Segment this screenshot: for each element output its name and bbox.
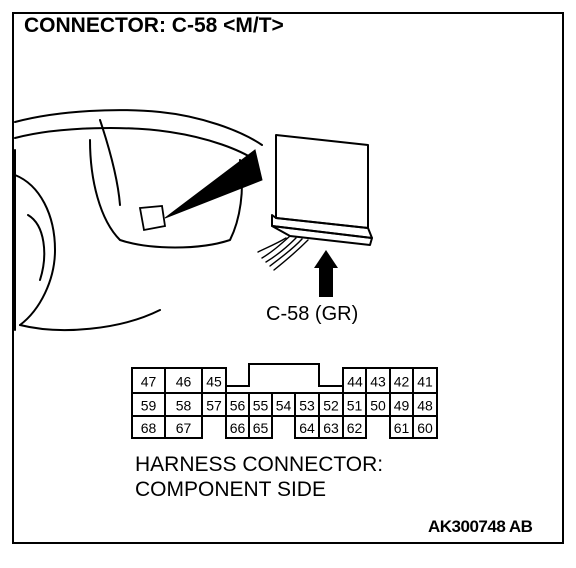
connector-pin-label: 54 [276,398,292,414]
connector-pin-cell [412,367,438,394]
connector-pin-label: 57 [206,398,222,414]
dashboard-inner-curve [27,214,46,281]
location-pointer [164,149,263,219]
connector-pin-label: 50 [370,398,386,414]
dashboard-top-edge [14,109,263,146]
harness-wire [273,239,309,271]
connector-pin-label: 63 [323,420,339,436]
connector-pin-label: 59 [141,398,157,414]
ecu-connector-body [271,225,373,246]
connector-pin-label: 47 [141,374,157,390]
connector-pin-label: 42 [394,374,410,390]
connector-pin-label: 60 [417,420,433,436]
connector-pin-label: 66 [230,420,246,436]
connector-pin-label: 58 [176,398,192,414]
dashboard-lower-curve [14,174,56,326]
harness-wire [257,237,287,253]
connector-pin-label: 68 [141,420,157,436]
connector-pin-label: 48 [417,398,433,414]
dashboard-panel-line [99,119,121,206]
connector-pin-label: 62 [347,420,363,436]
connector-pin-label: 65 [253,420,269,436]
connector-label: C-58 (GR) [266,303,359,325]
dashboard-upper-edge [14,127,256,161]
connector-pin-cell [164,415,203,439]
connector-title: CONNECTOR: C-58 <M/T> [24,14,284,37]
connector-pin-cell [342,415,367,439]
harness-label-line2: COMPONENT SIDE [135,478,326,501]
connector-key-notch [225,363,344,393]
connector-pin-label: 43 [370,374,386,390]
connector-pin-cell [164,367,203,394]
harness-label-line1: HARNESS CONNECTOR: [135,453,384,476]
connector-pin-label: 51 [347,398,363,414]
connector-pin-label: 46 [176,374,192,390]
diagram-frame [12,12,564,544]
connector-pin-label: 55 [253,398,269,414]
connector-pin-label: 41 [417,374,433,390]
glovebox-outline [89,139,243,249]
dashboard-bottom-edge [19,309,161,331]
connector-pin-label: 61 [394,420,410,436]
connector-pin-label: 44 [347,374,363,390]
connector-pin-cell [412,415,438,439]
up-arrow-icon [314,250,338,268]
connector-pin-cell [248,415,273,439]
connector-pin-label: 45 [206,374,222,390]
connector-pin-cell [201,367,227,394]
connector-pin-label: 52 [323,398,339,414]
connector-pin-label: 56 [230,398,246,414]
ecu-box-bottom-lip [271,214,373,239]
connector-pin-label: 49 [394,398,410,414]
connector-pin-label: 53 [299,398,315,414]
connector-pin-label: 67 [176,420,192,436]
harness-connector-label: HARNESS CONNECTOR: COMPONENT SIDE [135,452,383,502]
image-code: AK300748 AB [428,517,533,536]
harness-wire [269,238,303,267]
harness-wire [265,237,297,263]
location-connector [138,205,167,232]
up-arrow-shaft [319,267,333,297]
connector-pin-label: 64 [299,420,315,436]
harness-wire [261,235,291,259]
